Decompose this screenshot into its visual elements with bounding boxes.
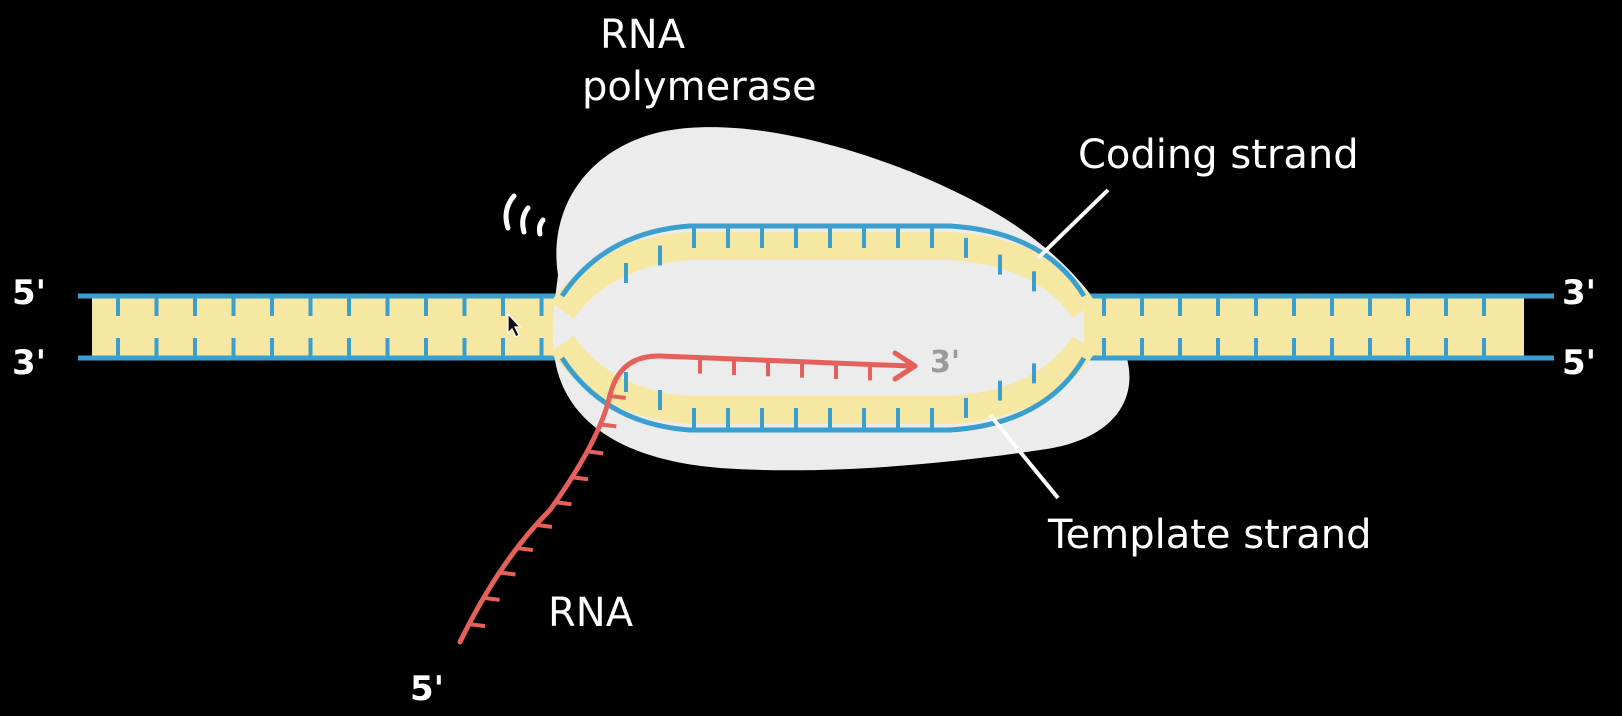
enzyme-label-line2: polymerase: [582, 64, 817, 110]
rna-base-tick: [572, 477, 588, 479]
rna-base-tick: [517, 548, 533, 550]
right-bottom-end-label: 5': [1562, 343, 1596, 383]
motion-marks: [506, 196, 543, 234]
rna-base-tick: [469, 624, 485, 626]
rna-base-tick: [587, 451, 603, 453]
rna-base-tick: [600, 424, 616, 426]
rna-base-tick: [536, 525, 552, 527]
rna-3prime-label: 3': [930, 345, 960, 380]
left-bottom-end-label: 3': [12, 343, 46, 383]
coding-strand-leader-line: [1038, 190, 1108, 258]
dna-left-base-fill: [92, 296, 562, 356]
rna-base-tick: [555, 502, 571, 504]
rna-base-tick: [484, 598, 500, 600]
template-strand-label: Template strand: [1047, 512, 1371, 558]
dna-left-segment: [78, 296, 562, 358]
rna-5prime-label: 5': [410, 669, 444, 709]
rna-base-tick: [499, 572, 515, 574]
right-top-end-label: 3': [1562, 273, 1596, 313]
left-top-end-label: 5': [12, 273, 46, 313]
rna-label: RNA: [548, 590, 634, 636]
dna-right-segment: [1084, 296, 1554, 358]
rna-base-tick: [610, 396, 626, 398]
enzyme-label-line1: RNA: [600, 12, 686, 58]
coding-strand-label: Coding strand: [1078, 132, 1359, 178]
dna-right-base-fill: [1084, 296, 1524, 356]
